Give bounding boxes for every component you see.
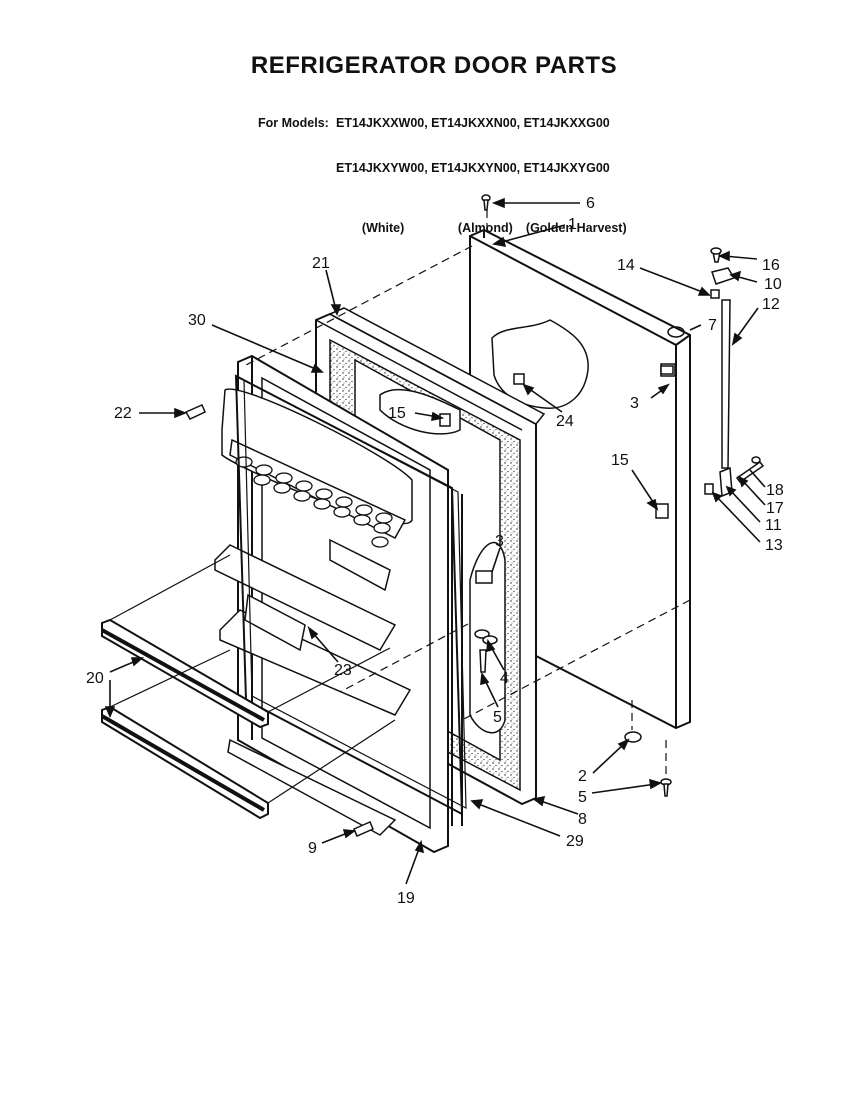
- hinge-hardware: [184, 194, 765, 837]
- callout-15-outer: 15: [611, 452, 629, 469]
- model-list: For Models: ET14JKXXW00, ET14JKXXN00, ET1…: [258, 86, 627, 266]
- callout-24: 24: [556, 413, 574, 430]
- callout-11: 11: [765, 517, 782, 534]
- door-gasket: [234, 374, 467, 826]
- callout-3-inner: 3: [495, 533, 504, 550]
- callout-15-frame: 15: [388, 405, 406, 422]
- page-title: REFRIGERATOR DOOR PARTS: [250, 52, 618, 79]
- callout-29: 29: [566, 833, 584, 850]
- callout-20: 20: [86, 670, 104, 687]
- shelf-projection-lines: [109, 554, 396, 804]
- models-row-1: ET14JKXXW00, ET14JKXXN00, ET14JKXXG00: [336, 116, 610, 130]
- callout-6: 6: [586, 195, 595, 212]
- callout-17: 17: [766, 500, 784, 517]
- leader-arrows: [104, 197, 766, 885]
- callout-4: 4: [500, 670, 509, 687]
- callout-5-inner: 5: [493, 709, 502, 726]
- models-row-2: ET14JKXYW00, ET14JKXYN00, ET14JKXYG00: [336, 161, 610, 175]
- callout-19: 19: [397, 890, 415, 907]
- shelf-bars: [100, 618, 269, 820]
- callout-9: 9: [308, 840, 317, 857]
- callout-8: 8: [578, 811, 587, 828]
- alignment-lines: [245, 210, 691, 778]
- callout-13: 13: [765, 537, 783, 554]
- callout-10: 10: [764, 276, 782, 293]
- egg-cups: [235, 456, 393, 548]
- callout-5-outer: 5: [578, 789, 587, 806]
- callout-2: 2: [578, 768, 587, 785]
- callout-1: 1: [568, 216, 577, 233]
- callout-21: 21: [312, 255, 330, 272]
- callout-14: 14: [617, 257, 635, 274]
- callout-30: 30: [188, 312, 206, 329]
- callout-16: 16: [762, 257, 780, 274]
- callout-3-outer: 3: [630, 395, 639, 412]
- callout-22: 22: [114, 405, 132, 422]
- callout-7: 7: [708, 317, 717, 334]
- color-white: (White): [361, 221, 405, 235]
- callout-18: 18: [766, 482, 784, 499]
- callout-12: 12: [762, 296, 780, 313]
- color-almond: (Almond): [457, 221, 513, 235]
- callout-23: 23: [334, 662, 352, 679]
- models-label: For Models:: [258, 116, 329, 130]
- color-golden-harvest: (Golden Harvest): [525, 221, 627, 235]
